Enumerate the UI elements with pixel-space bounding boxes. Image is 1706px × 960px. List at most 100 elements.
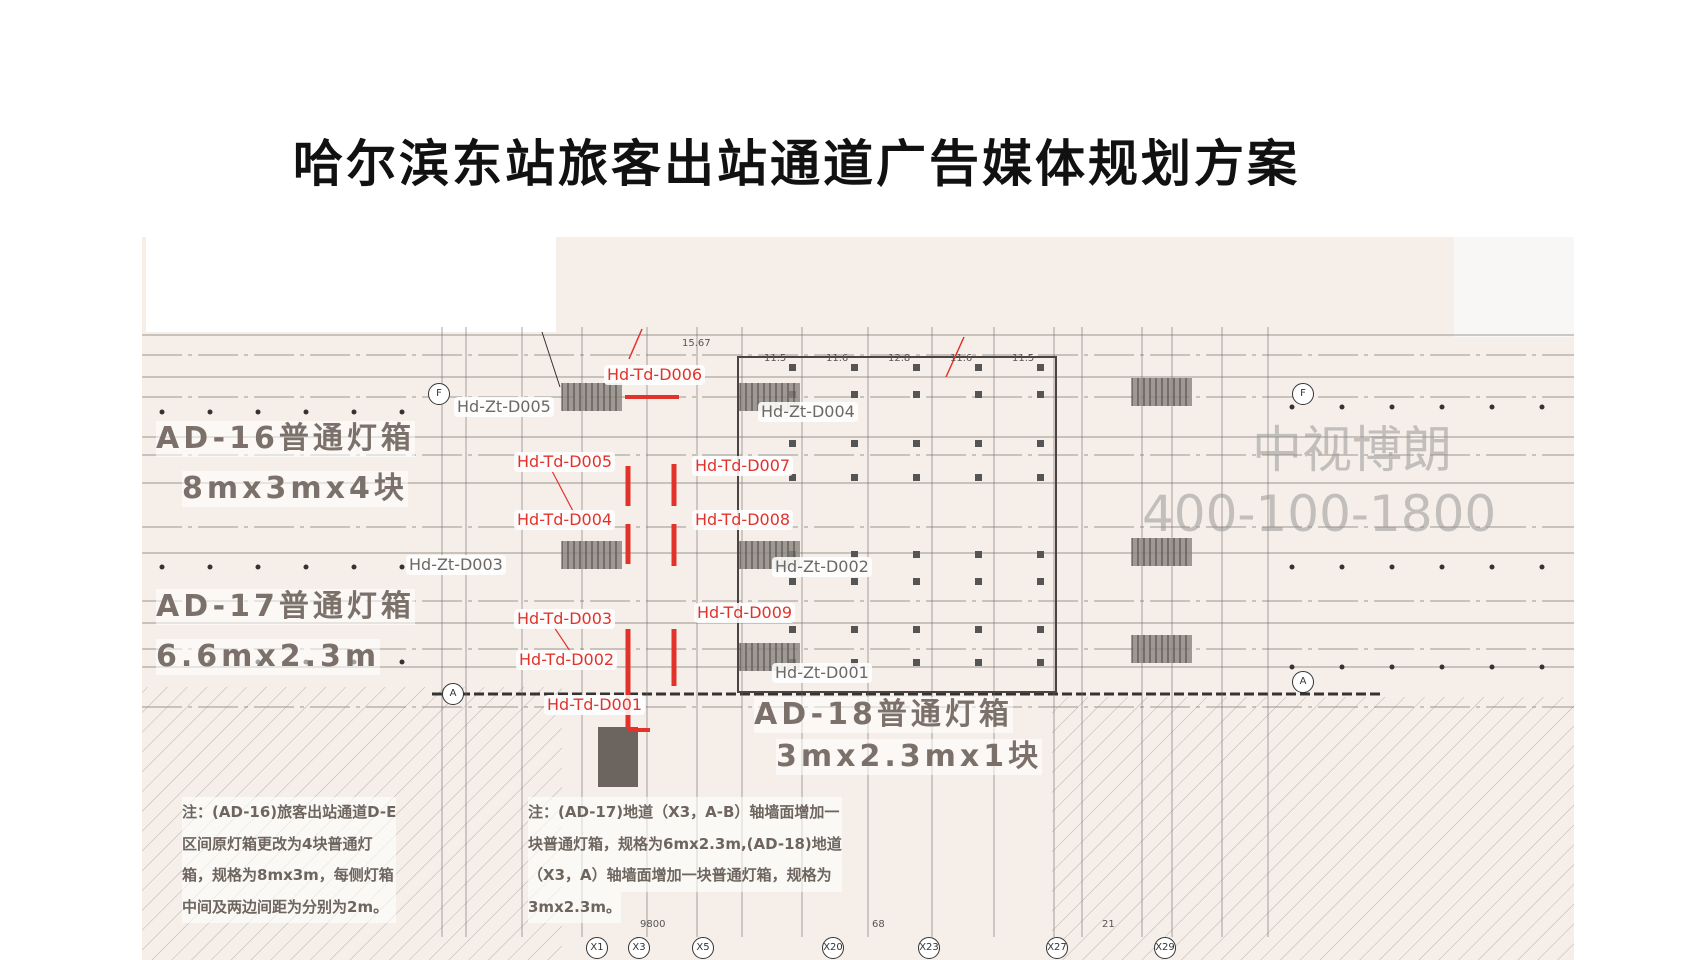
column-mark [913,551,920,558]
leader-line [551,470,575,514]
column-mark [851,626,858,633]
zt-label-d005: Hd-Zt-D005 [454,397,554,417]
dim-label: 11.5 [1012,353,1035,364]
leader-line [628,328,643,360]
column-dot [1289,564,1295,570]
column-mark [789,440,796,447]
axis-marker: X20 [822,937,844,959]
column-mark [913,440,920,447]
column-mark [975,626,982,633]
column-mark [975,551,982,558]
column-mark [1037,551,1044,558]
column-mark [913,364,920,371]
column-dot [303,409,309,415]
td-label-d003: Hd-Td-D003 [514,609,616,629]
column-mark [851,364,858,371]
exit-stair [598,727,638,787]
axis-marker: X23 [918,937,940,959]
axis-marker: F [1292,383,1314,405]
dim-label: 12.8 [888,353,911,364]
column-mark [1037,474,1044,481]
td-label-d009: Hd-Td-D009 [694,603,796,623]
note-line: 中间及两边间距为分别为2m。 [182,891,397,923]
column-dot [1539,564,1545,570]
column-mark [975,440,982,447]
dim-label: 21 [1102,919,1115,930]
column-dot [1389,664,1395,670]
axis-marker: X27 [1046,937,1068,959]
axis-marker: X5 [692,937,714,959]
td-label-d004: Hd-Td-D004 [514,510,616,530]
td-label-d007: Hd-Td-D007 [692,456,794,476]
column-dot [1439,564,1445,570]
column-mark [789,578,796,585]
column-dot [255,564,261,570]
column-mark [913,659,920,666]
zt-label-d001: Hd-Zt-D001 [772,663,872,683]
column-mark [1037,626,1044,633]
watermark-name: 中视博朗 [1252,421,1452,479]
column-mark [975,659,982,666]
column-dot [351,409,357,415]
column-dot [1489,664,1495,670]
ad16-spec: 8mx3mx4块 [182,471,408,507]
column-dot [1539,664,1545,670]
column-mark [975,578,982,585]
ad17-name: AD-17普通灯箱 [156,589,415,625]
column-mark [1037,440,1044,447]
axis-marker: X3 [628,937,650,959]
column-mark [1037,578,1044,585]
floor-plan-lines [142,237,1574,960]
column-dot [399,409,405,415]
column-mark [789,364,796,371]
column-mark [975,364,982,371]
axis-marker: F [428,383,450,405]
column-dot [1339,664,1345,670]
column-dot [159,564,165,570]
dim-label: 11.6 [950,353,973,364]
ad16-name: AD-16普通灯箱 [156,421,415,457]
column-mark [913,578,920,585]
column-dot [1539,404,1545,410]
dim-label: 11.6 [826,353,849,364]
ad18-spec: 3mx2.3mx1块 [776,739,1043,775]
column-dot [351,564,357,570]
column-mark [851,391,858,398]
column-mark [1037,364,1044,371]
column-dot [1339,564,1345,570]
column-dot [1389,404,1395,410]
column-mark [851,551,858,558]
column-dot [1439,664,1445,670]
note-line: （X3，A）轴墙面增加一块普通灯箱，规格为 [528,860,842,892]
column-mark [913,474,920,481]
note-line: 箱，规格为8mx3m，每侧灯箱 [182,860,397,892]
column-mark [851,578,858,585]
column-mark [913,391,920,398]
leader-line [945,336,965,378]
column-dot [1339,404,1345,410]
zt-label-d003: Hd-Zt-D003 [406,555,506,575]
blank-patch [1454,237,1574,337]
column-dot [255,409,261,415]
floor-plan-drawing: 15.67 11.5 11.6 12.8 11.6 11.5 9800 68 2… [142,237,1574,960]
column-mark [1037,659,1044,666]
watermark-phone: 400-100-1800 [1142,485,1497,543]
ad18-name: AD-18普通灯箱 [754,697,1013,733]
column-dot [1439,404,1445,410]
dim-label: 11.5 [764,353,787,364]
ad17-spec: 6.6mx2.3m [156,639,381,675]
column-mark [789,626,796,633]
td-label-d005: Hd-Td-D005 [514,452,616,472]
note-ad16: 注：(AD-16)旅客出站通道D-E 区间原灯箱更改为4块普通灯 箱，规格为8m… [182,797,397,923]
column-mark [975,391,982,398]
column-mark [1037,391,1044,398]
axis-marker: X1 [586,937,608,959]
td-label-d002: Hd-Td-D002 [516,650,618,670]
axis-marker: X29 [1154,937,1176,959]
column-mark [789,474,796,481]
td-label-d001: Hd-Td-D001 [544,695,646,715]
column-dot [1289,404,1295,410]
zt-label-d004: Hd-Zt-D004 [758,402,858,422]
column-mark [851,440,858,447]
page-title: 哈尔滨东站旅客出站通道广告媒体规划方案 [293,135,1300,193]
